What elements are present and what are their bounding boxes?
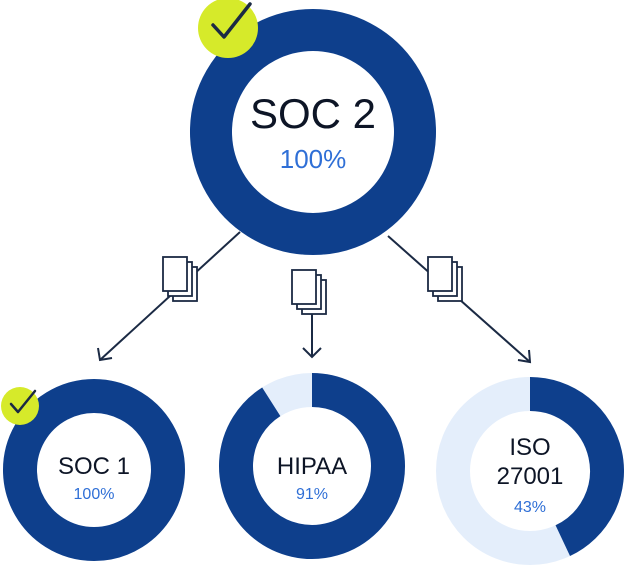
check-badge-icon	[1, 387, 39, 425]
node-percent: 43%	[514, 499, 546, 516]
node-iso27001: ISO 27001 43%	[436, 377, 624, 565]
arrowhead-hipaa	[302, 347, 322, 359]
node-percent: 100%	[74, 486, 115, 503]
node-soc2: SOC 2 100%	[190, 0, 436, 255]
ring-progress	[190, 8, 436, 255]
documents-icon	[162, 256, 198, 302]
node-percent: 91%	[296, 486, 328, 503]
ring-progress	[529, 377, 624, 557]
node-title: ISO	[509, 434, 550, 461]
check-badge-icon	[198, 0, 258, 58]
node-percent: 100%	[280, 144, 347, 174]
ring-progress	[219, 373, 405, 559]
arrowhead-soc1	[97, 347, 113, 362]
node-title-line2: 27001	[497, 463, 564, 490]
node-hipaa: HIPAA 91%	[219, 373, 405, 559]
documents-icon	[291, 269, 327, 315]
node-title: SOC 1	[58, 453, 130, 480]
documents-icon	[427, 256, 463, 302]
node-title: HIPAA	[277, 453, 347, 480]
node-title: SOC 2	[250, 90, 376, 137]
arrowhead-iso	[517, 349, 532, 364]
ring-progress	[3, 379, 185, 561]
node-soc1: SOC 1 100%	[1, 379, 185, 561]
